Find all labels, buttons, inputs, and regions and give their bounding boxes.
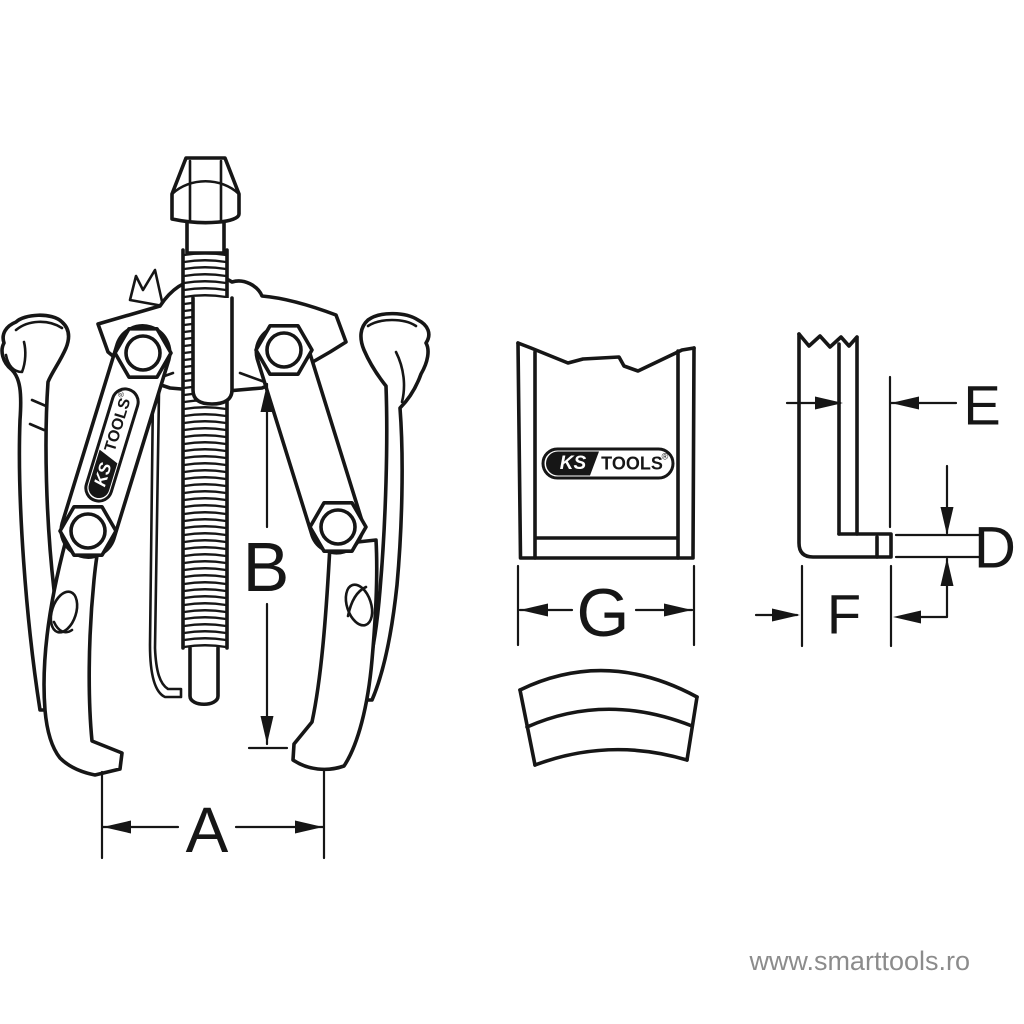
- ks-monogram-badge: [88, 449, 118, 499]
- spindle-tip: [188, 646, 220, 707]
- dimension-a: A: [100, 768, 326, 866]
- dimension-b-label: B: [243, 528, 290, 606]
- outer-claw-left: [0, 313, 86, 712]
- ks-monogram: KS: [560, 453, 587, 474]
- dimension-e-label: E: [963, 374, 1000, 437]
- front-jaw-right: [291, 538, 379, 772]
- arrow-right-icon: [772, 608, 800, 622]
- hex-head: [170, 156, 241, 225]
- bolt-lower-right: [308, 500, 368, 554]
- jaw-hole-right: [344, 583, 374, 627]
- arrow-right-icon: [815, 396, 843, 410]
- hub-tongue: [191, 296, 234, 406]
- outer-claw-right: [354, 311, 431, 702]
- registered-mark-icon: ®: [662, 452, 669, 462]
- arrow-left-icon: [893, 610, 921, 624]
- arrow-right-icon: [664, 603, 692, 617]
- arrow-up-icon: [940, 558, 954, 586]
- dimension-f: F: [754, 564, 921, 648]
- arrow-down-icon: [260, 716, 274, 744]
- arrow-up-icon: [260, 384, 274, 412]
- arrow-left-icon: [891, 396, 919, 410]
- puller-assembly-view: KS TOOLS ®: [0, 156, 431, 866]
- dimension-b: B: [243, 382, 290, 750]
- jaw-side-view: E D F: [754, 332, 1016, 648]
- jaw-front-view: KS TOOLS ® G: [516, 341, 696, 651]
- dimension-f-label: F: [827, 583, 861, 646]
- rear-arm-strip: [148, 390, 183, 699]
- ks-tools-logo-front: KS TOOLS ®: [541, 447, 675, 480]
- rear-arm-top: [128, 268, 165, 308]
- bolt-upper-left: [113, 326, 173, 380]
- dimension-a-label: A: [186, 794, 229, 866]
- arrow-left-icon: [103, 820, 131, 834]
- dimension-g: G: [516, 564, 696, 651]
- front-jaw-left: [42, 538, 124, 777]
- bolt-lower-left: [58, 504, 118, 558]
- arrow-left-icon: [520, 603, 548, 617]
- dimension-e: E: [785, 374, 1001, 529]
- arrow-right-icon: [295, 820, 323, 834]
- jaw-hole-left: [49, 590, 79, 634]
- tools-wordmark: TOOLS: [601, 454, 663, 474]
- threaded-spindle: [170, 156, 241, 707]
- watermark-text: www.smarttools.ro: [748, 946, 970, 976]
- registered-mark-icon: ®: [116, 390, 126, 398]
- dimension-g-label: G: [577, 575, 630, 651]
- jaw-top-view: [518, 668, 699, 767]
- pivot-bolts: [58, 323, 368, 558]
- dimension-d: D: [894, 464, 1016, 619]
- ks-monogram-badge: [546, 451, 599, 476]
- arrow-down-icon: [940, 507, 954, 535]
- dimension-d-label: D: [974, 516, 1016, 581]
- bolt-upper-right: [254, 323, 314, 377]
